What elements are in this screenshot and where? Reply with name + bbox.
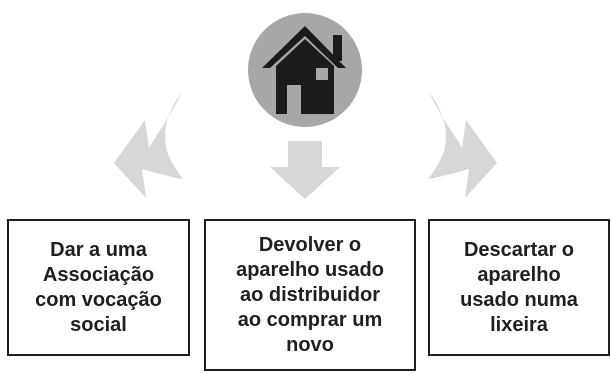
option-box-donate: Dar a uma Associação com vocação social [7,219,190,356]
option-box-discard: Descartar o aparelho usado numa lixeira [428,219,610,356]
option-box-return: Devolver o aparelho usado ao distribuido… [204,219,416,371]
house-icon [248,13,362,127]
curved-arrow-left [114,92,183,198]
option-text-donate: Dar a uma Associação com vocação social [35,238,162,336]
option-text-return: Devolver o aparelho usado ao distribuido… [236,233,384,356]
down-arrow [270,141,340,199]
house-chimney [333,35,342,61]
house-roof [262,26,346,68]
curved-arrow-right [428,92,497,198]
house-window [316,68,328,80]
house-door [287,85,301,114]
option-text-discard: Descartar o aparelho usado numa lixeira [460,238,578,336]
